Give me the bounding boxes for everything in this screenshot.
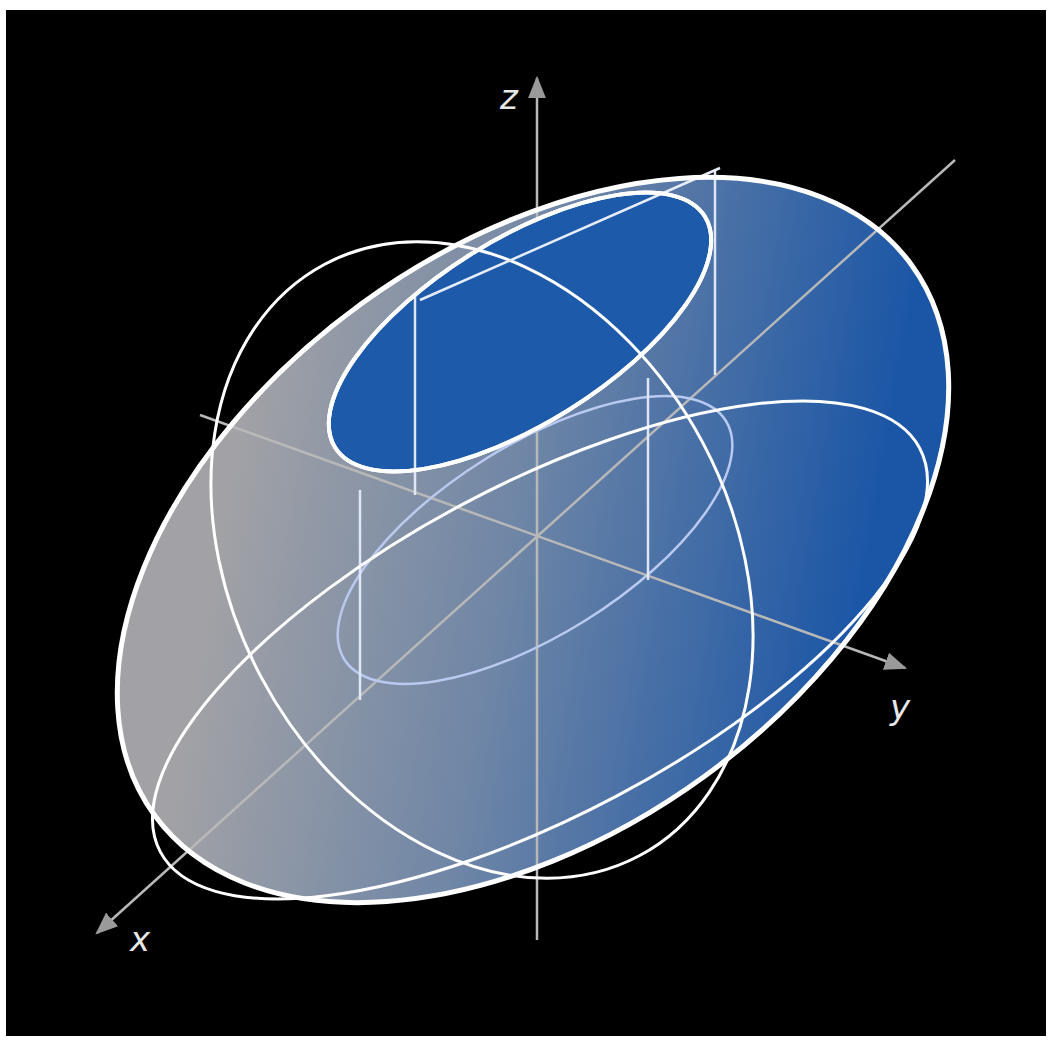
x-axis-label: x [130,922,150,956]
y-axis-label: y [890,690,910,724]
z-axis-label: z [500,80,518,114]
